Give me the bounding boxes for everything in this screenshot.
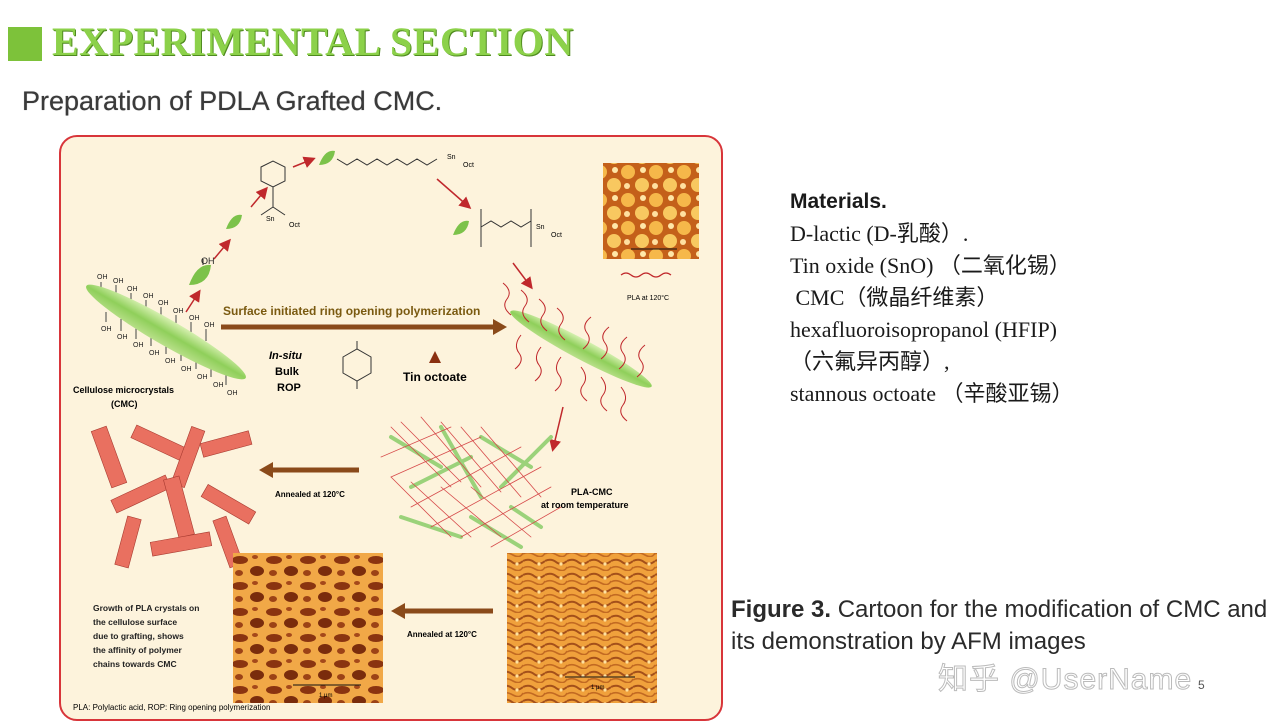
oct-label-3: Oct — [551, 232, 562, 239]
slide-title: EXPERIMENTAL SECTION — [52, 19, 574, 64]
svg-text:OH: OH — [181, 366, 192, 373]
pla-120-label: PLA at 120°C — [627, 294, 669, 302]
svg-text:OH: OH — [213, 382, 224, 389]
svg-text:OH: OH — [113, 278, 124, 285]
leaf-icon — [453, 220, 469, 235]
slide-subtitle: Preparation of PDLA Grafted CMC. — [22, 86, 443, 116]
svg-text:OH: OH — [165, 358, 176, 365]
heat-triangle-icon — [429, 351, 441, 363]
materials-list: Materials. D-lactic (D-乳酸）. Tin oxide (S… — [790, 186, 1074, 410]
watermark: 知乎 @UserName — [937, 663, 1193, 697]
materials-heading: Materials. — [790, 190, 887, 213]
bulk-label: Bulk — [275, 366, 300, 378]
srop-label: Surface initiated ring opening polymeriz… — [223, 304, 480, 318]
pla-crystal-lattice — [90, 424, 257, 569]
pla-cmc-label: PLA-CMC — [571, 487, 613, 497]
sn-label-2: Sn — [447, 154, 456, 161]
pla-cmc-temp-label: at room temperature — [541, 500, 629, 510]
growth-line: due to grafting, shows — [93, 631, 184, 641]
material-item: hexafluoroisopropanol (HFIP) — [790, 317, 1058, 342]
growth-line: chains towards CMC — [93, 659, 177, 669]
svg-text:OH: OH — [133, 342, 144, 349]
title-bullet — [8, 27, 42, 61]
caption-text: Cartoon for the modification of CMC and … — [731, 596, 1268, 655]
oct-label-1: Oct — [289, 222, 300, 229]
oct-label-2: Oct — [463, 162, 474, 169]
cmc-abbrev-label: (CMC) — [111, 399, 138, 409]
lactide-icon — [260, 160, 286, 216]
material-item: （六氟异丙醇）, — [790, 349, 950, 374]
leaf-icon — [319, 150, 335, 165]
svg-text:OH: OH — [149, 350, 160, 357]
svg-text:OH: OH — [117, 334, 128, 341]
afm-image-annealed — [233, 553, 383, 703]
svg-text:OH: OH — [204, 322, 215, 329]
annealed-label-1: Annealed at 120°C — [275, 490, 345, 499]
svg-text:OH: OH — [158, 300, 169, 307]
material-item: CMC（微晶纤维素） — [790, 285, 999, 310]
grafted-rod — [502, 282, 652, 422]
svg-text:OH: OH — [189, 315, 200, 322]
cmc-label: Cellulose microcrystals — [73, 385, 174, 395]
annealed-label-2: Annealed at 120°C — [407, 630, 477, 639]
svg-text:OH: OH — [143, 293, 154, 300]
oh-label: OH — [201, 256, 215, 266]
sn-label-1: Sn — [266, 216, 275, 223]
figure-footnote: PLA: Polylactic acid, ROP: Ring opening … — [73, 703, 270, 712]
caption-label: Figure 3. — [731, 596, 832, 623]
sn-label-3: Sn — [536, 224, 545, 231]
leaf-icon — [226, 214, 242, 229]
rop-label: ROP — [277, 382, 301, 394]
leaf-icon — [189, 264, 211, 285]
scale-label-1: 1 μm — [319, 693, 332, 699]
svg-text:OH: OH — [127, 286, 138, 293]
svg-text:OH: OH — [227, 390, 238, 397]
page-number: 5 — [1198, 678, 1205, 692]
material-item: D-lactic (D-乳酸）. — [790, 221, 969, 246]
growth-line: the cellulose surface — [93, 617, 177, 627]
svg-text:OH: OH — [197, 374, 208, 381]
growth-line: Growth of PLA crystals on — [93, 603, 199, 613]
afm-image-pla — [603, 163, 699, 259]
insitu-label: In-situ — [269, 350, 302, 362]
material-item: Tin oxide (SnO) （二氧化锡） — [790, 253, 1071, 278]
cmc-rod — [86, 282, 246, 385]
svg-text:OH: OH — [97, 274, 108, 281]
lactide-icon — [342, 341, 372, 389]
growth-line: the affinity of polymer — [93, 645, 182, 655]
tin-octoate-label: Tin octoate — [403, 370, 467, 384]
afm-image-rt — [507, 553, 657, 703]
svg-text:OH: OH — [101, 326, 112, 333]
figure-caption: Figure 3. Cartoon for the modification o… — [731, 594, 1271, 658]
scale-label-2: 1 μm — [591, 685, 604, 691]
pla-cmc-network — [380, 416, 562, 549]
material-item: stannous octoate （辛酸亚锡） — [790, 381, 1074, 406]
svg-text:OH: OH — [173, 308, 184, 315]
